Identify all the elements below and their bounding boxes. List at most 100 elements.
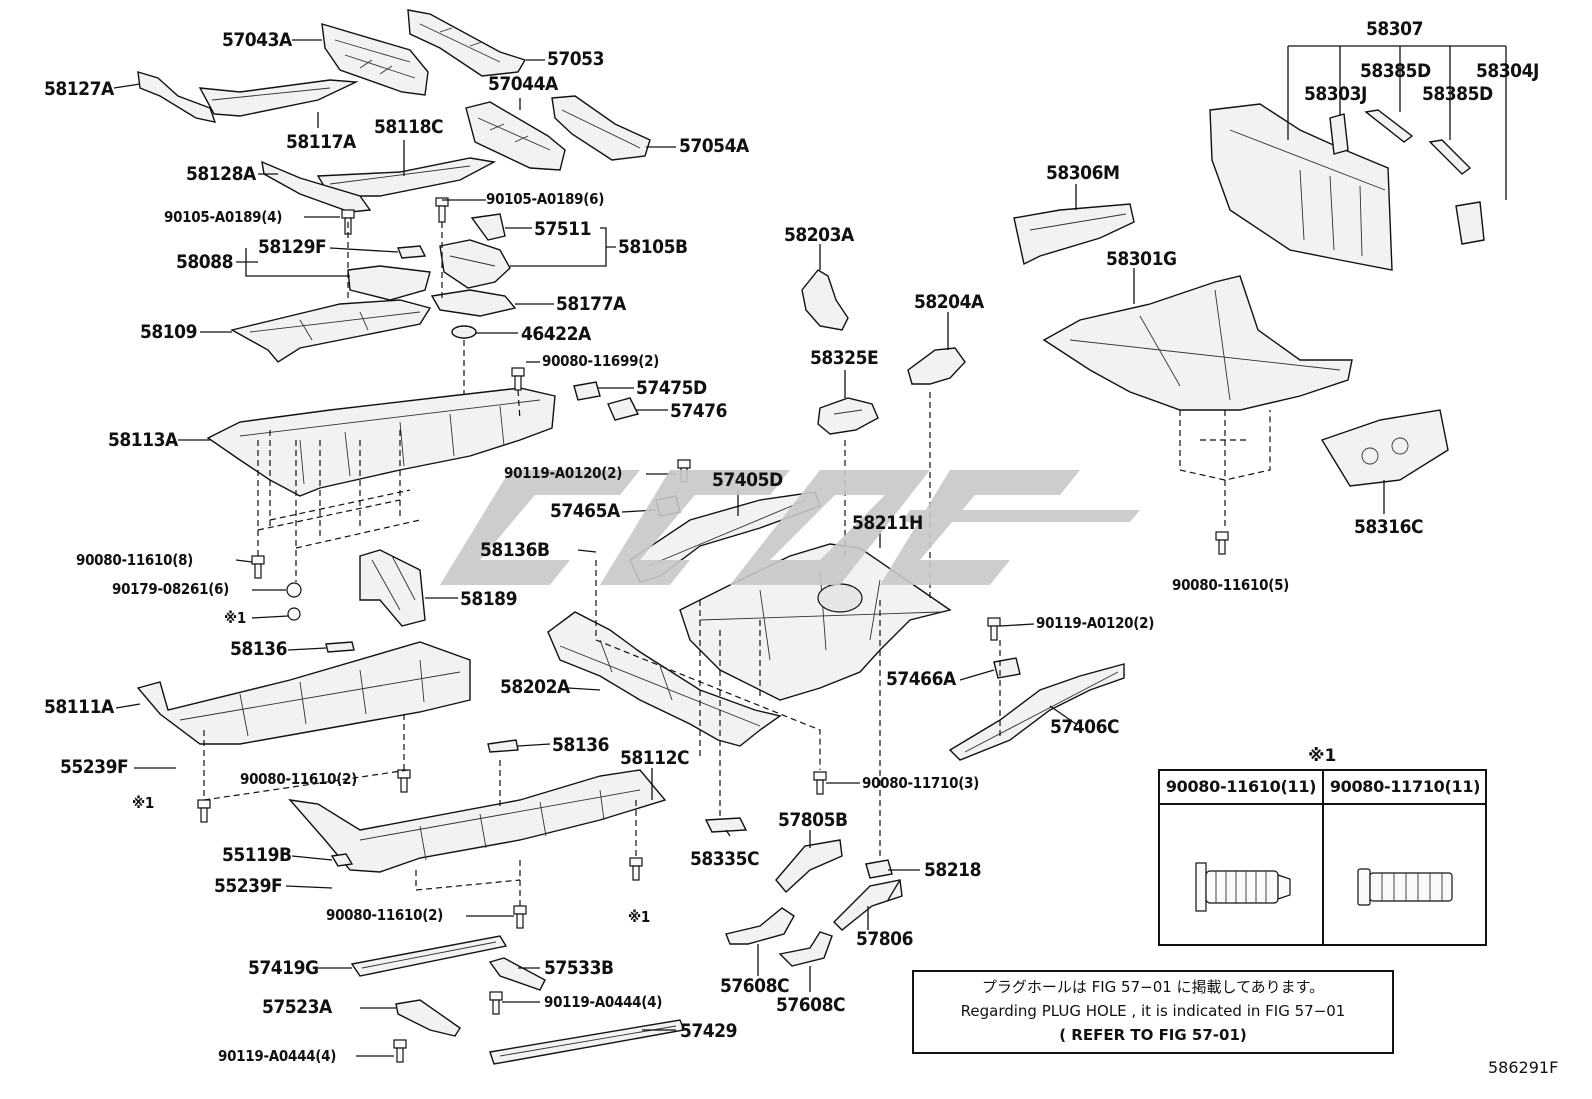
part-label-57419G[interactable]: 57419G bbox=[248, 957, 319, 979]
part-label-57511[interactable]: 57511 bbox=[534, 218, 591, 240]
part-label-57608C-right[interactable]: 57608C bbox=[776, 994, 846, 1016]
part-label-90080-11610-5[interactable]: 90080-11610(5) bbox=[1172, 576, 1290, 594]
part-46422A[interactable] bbox=[451, 325, 477, 339]
part-label-90119-A0120-2-right[interactable]: 90119-A0120(2) bbox=[1036, 614, 1155, 632]
part-label-58117A[interactable]: 58117A bbox=[286, 131, 356, 153]
part-label-57466A[interactable]: 57466A bbox=[886, 668, 956, 690]
part-57608C-left[interactable] bbox=[725, 907, 795, 945]
part-label-55239F-lower[interactable]: 55239F bbox=[214, 875, 283, 897]
part-57608C-right[interactable] bbox=[778, 931, 833, 967]
part-58136-upper[interactable] bbox=[325, 641, 355, 653]
part-57533B[interactable] bbox=[488, 957, 546, 991]
part-label-90080-11610-2-lower[interactable]: 90080-11610(2) bbox=[326, 906, 444, 924]
part-label-58385D-upper[interactable]: 58385D bbox=[1360, 60, 1431, 82]
part-label-57054A[interactable]: 57054A bbox=[679, 135, 749, 157]
part-label-58109[interactable]: 58109 bbox=[140, 321, 197, 343]
part-label-90080-11610-2-upper[interactable]: 90080-11610(2) bbox=[240, 770, 358, 788]
part-label-58316C[interactable]: 58316C bbox=[1354, 516, 1424, 538]
part-label-58136-upper[interactable]: 58136 bbox=[230, 638, 287, 660]
part-58118C[interactable] bbox=[316, 157, 497, 197]
part-label-57608C-left[interactable]: 57608C bbox=[720, 975, 790, 997]
note-refer[interactable]: ( REFER TO FIG 57-01) bbox=[1059, 1026, 1247, 1044]
part-label-57406C[interactable]: 57406C bbox=[1050, 716, 1120, 738]
part-58109[interactable] bbox=[230, 299, 432, 363]
part-57476[interactable] bbox=[607, 397, 640, 421]
part-57053[interactable] bbox=[407, 9, 527, 77]
part-58335C[interactable] bbox=[704, 817, 748, 833]
legend-header-90080-11710[interactable]: 90080-11710(11) bbox=[1324, 771, 1486, 805]
part-57805B[interactable] bbox=[775, 839, 843, 894]
part-label-58301G[interactable]: 58301G bbox=[1106, 248, 1177, 270]
part-label-58211H[interactable]: 58211H bbox=[852, 512, 923, 534]
part-58202A[interactable] bbox=[547, 611, 782, 747]
part-label-58105B[interactable]: 58105B bbox=[618, 236, 688, 258]
part-58177A[interactable] bbox=[430, 289, 517, 317]
part-label-58304J[interactable]: 58304J bbox=[1476, 60, 1539, 82]
part-58316C[interactable] bbox=[1320, 409, 1449, 487]
part-58128A[interactable] bbox=[261, 160, 372, 213]
part-58204A[interactable] bbox=[907, 347, 966, 385]
part-label-57429[interactable]: 57429 bbox=[680, 1020, 737, 1042]
part-58105B[interactable] bbox=[439, 239, 511, 289]
part-label-58177A[interactable]: 58177A bbox=[556, 293, 626, 315]
part-label-57476[interactable]: 57476 bbox=[670, 400, 727, 422]
part-label-58118C[interactable]: 58118C bbox=[374, 116, 444, 138]
part-58189[interactable] bbox=[359, 549, 426, 627]
part-58304J[interactable] bbox=[1455, 201, 1485, 245]
part-58117A[interactable] bbox=[198, 79, 359, 117]
part-58112C[interactable] bbox=[288, 769, 667, 873]
part-label-57806[interactable]: 57806 bbox=[856, 928, 913, 950]
part-label-58129F[interactable]: 58129F bbox=[258, 236, 327, 258]
part-label-58112C[interactable]: 58112C bbox=[620, 747, 690, 769]
part-57429[interactable] bbox=[489, 1019, 685, 1065]
part-57406C[interactable] bbox=[948, 663, 1125, 761]
part-label-90080-11699-2[interactable]: 90080-11699(2) bbox=[542, 352, 660, 370]
part-57043A[interactable] bbox=[321, 23, 429, 96]
part-label-57043A[interactable]: 57043A bbox=[222, 29, 292, 51]
part-57054A[interactable] bbox=[551, 95, 651, 161]
part-57044A[interactable] bbox=[465, 101, 566, 171]
part-57806[interactable] bbox=[833, 879, 903, 931]
part-label-90080-11710-3[interactable]: 90080-11710(3) bbox=[862, 774, 980, 792]
part-label-58202A[interactable]: 58202A bbox=[500, 676, 570, 698]
part-label-58385D-lower[interactable]: 58385D bbox=[1422, 83, 1493, 105]
part-label-90080-11610-8[interactable]: 90080-11610(8) bbox=[76, 551, 194, 569]
part-label-58113A[interactable]: 58113A bbox=[108, 429, 178, 451]
part-label-58203A[interactable]: 58203A bbox=[784, 224, 854, 246]
part-label-55119B[interactable]: 55119B bbox=[222, 844, 292, 866]
part-label-90105-A0189-4[interactable]: 90105-A0189(4) bbox=[164, 208, 283, 226]
part-label-58335C[interactable]: 58335C bbox=[690, 848, 760, 870]
part-55119B[interactable] bbox=[330, 853, 354, 867]
part-58218[interactable] bbox=[865, 859, 893, 879]
part-label-57533B[interactable]: 57533B bbox=[544, 957, 614, 979]
part-label-57805B[interactable]: 57805B bbox=[778, 809, 848, 831]
part-label-57465A[interactable]: 57465A bbox=[550, 500, 620, 522]
part-58306M[interactable] bbox=[1013, 203, 1135, 266]
part-label-57523A[interactable]: 57523A bbox=[262, 996, 332, 1018]
part-58088[interactable] bbox=[347, 265, 431, 301]
part-label-58307[interactable]: 58307 bbox=[1366, 18, 1423, 40]
part-label-58218[interactable]: 58218 bbox=[924, 859, 981, 881]
part-58385D-lower[interactable] bbox=[1428, 139, 1472, 175]
part-58113A[interactable] bbox=[206, 387, 556, 497]
part-58129F[interactable] bbox=[397, 245, 427, 259]
part-label-58136B[interactable]: 58136B bbox=[480, 539, 550, 561]
part-label-58111A[interactable]: 58111A bbox=[44, 696, 114, 718]
part-label-55239F-upper[interactable]: 55239F bbox=[60, 756, 129, 778]
part-label-58189[interactable]: 58189 bbox=[460, 588, 517, 610]
part-58325E[interactable] bbox=[817, 397, 879, 435]
part-label-57044A[interactable]: 57044A bbox=[488, 73, 558, 95]
part-label-57405D[interactable]: 57405D bbox=[712, 469, 783, 491]
part-label-90119-A0444-4-lower[interactable]: 90119-A0444(4) bbox=[218, 1047, 337, 1065]
part-58127A[interactable] bbox=[137, 71, 217, 123]
part-label-90179-08261-6[interactable]: 90179-08261(6) bbox=[112, 580, 230, 598]
part-label-58204A[interactable]: 58204A bbox=[914, 291, 984, 313]
part-58307[interactable] bbox=[1209, 103, 1393, 271]
part-58203A[interactable] bbox=[801, 269, 849, 331]
part-label-58303J[interactable]: 58303J bbox=[1304, 83, 1367, 105]
part-label-58136-lower[interactable]: 58136 bbox=[552, 734, 609, 756]
part-58111A[interactable] bbox=[136, 641, 471, 745]
part-label-90119-A0444-4-upper[interactable]: 90119-A0444(4) bbox=[544, 993, 663, 1011]
part-label-57053[interactable]: 57053 bbox=[547, 48, 604, 70]
part-57419G[interactable] bbox=[350, 935, 508, 977]
